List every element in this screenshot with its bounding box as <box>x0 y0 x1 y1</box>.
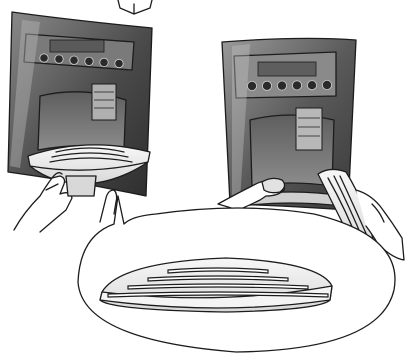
left-support-hand <box>100 190 117 222</box>
left-display <box>50 40 104 52</box>
left-hand <box>14 173 72 232</box>
control-button <box>85 57 93 65</box>
control-button <box>322 80 331 89</box>
left-dispenser-paddle <box>92 84 116 120</box>
left-cup <box>66 176 96 196</box>
control-button <box>292 81 301 90</box>
right-display <box>258 62 316 76</box>
control-button <box>40 54 48 62</box>
control-button <box>70 56 78 64</box>
ice-box-sketch <box>118 0 152 14</box>
control-button <box>55 55 63 63</box>
control-button <box>247 81 256 90</box>
control-button <box>115 59 123 67</box>
cleaning-cloth <box>262 178 285 192</box>
control-button <box>277 81 286 90</box>
control-button <box>307 81 316 90</box>
right-dispenser-paddle <box>296 108 322 150</box>
control-button <box>100 58 108 66</box>
control-button <box>262 81 271 90</box>
